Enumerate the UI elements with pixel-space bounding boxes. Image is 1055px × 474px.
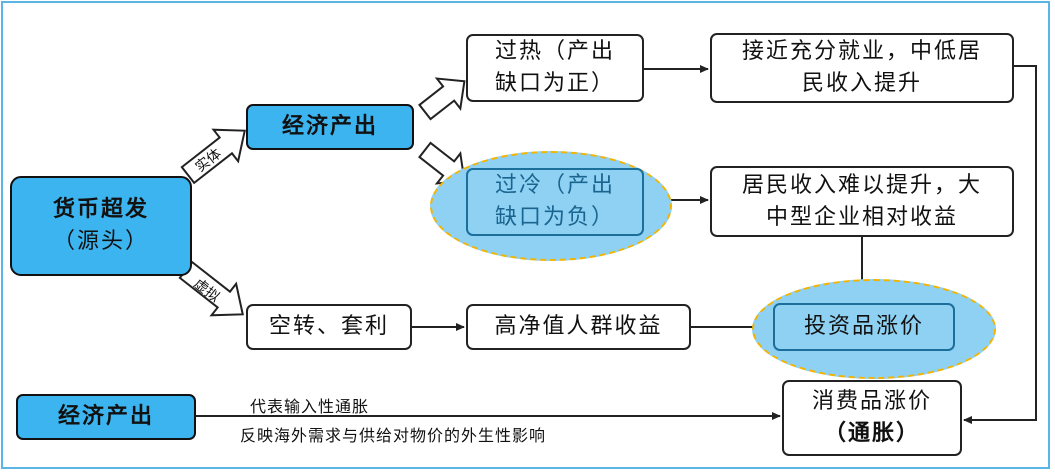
asset-inflation-label: 投资品涨价 <box>803 314 924 339</box>
full-employment-line2: 民收入提升 <box>801 71 922 96</box>
node-money-oversupply: 货币超发 （源头） <box>10 176 192 276</box>
node-income-hard: 居民收入难以提升，大 中型企业相对收益 <box>710 166 1014 237</box>
overcool-line2: 缺口为负） <box>494 205 615 230</box>
money-oversupply-title: 货币超发 <box>52 197 149 222</box>
arrow-real-economy <box>180 128 246 185</box>
overheat-line1: 过热（产出 <box>494 39 615 64</box>
node-overcool: 过冷（产出 缺口为负） <box>466 168 644 236</box>
node-economic-output-top: 经济产出 <box>246 104 414 150</box>
label-imported-inflation: 代表输入性通胀 <box>250 397 370 416</box>
overcool-line1: 过冷（产出 <box>494 173 615 198</box>
hnw-income-label: 高净值人群收益 <box>494 314 663 339</box>
node-hnw-income: 高净值人群收益 <box>466 304 691 350</box>
edge-employment-consumer <box>963 65 1037 424</box>
node-asset-inflation: 投资品涨价 <box>773 303 955 351</box>
idle-arbitrage-label: 空转、套利 <box>268 314 389 339</box>
node-idle-arbitrage: 空转、套利 <box>246 304 412 350</box>
arrow-virtual-economy <box>178 260 244 317</box>
node-overheat: 过热（产出 缺口为正） <box>466 34 644 102</box>
money-oversupply-subtitle: （源头） <box>52 229 149 254</box>
economic-output-top-label: 经济产出 <box>281 114 378 139</box>
income-hard-line1: 居民收入难以提升，大 <box>741 172 982 198</box>
full-employment-line1: 接近充分就业，中低居 <box>741 39 982 64</box>
economic-output-bottom-label: 经济产出 <box>57 404 154 429</box>
node-full-employment: 接近充分就业，中低居 民收入提升 <box>710 33 1014 103</box>
node-economic-output-bottom: 经济产出 <box>16 394 196 440</box>
income-hard-line2: 中型企业相对收益 <box>765 204 958 230</box>
overheat-line2: 缺口为正） <box>494 71 615 96</box>
arrow-to-overheat <box>418 77 466 121</box>
highlight-asset-inflation <box>752 279 996 379</box>
node-consumer-inflation: 消费品涨价 （通胀） <box>782 380 962 456</box>
label-external-impact: 反映海外需求与供给对物价的外生性影响 <box>240 426 547 445</box>
consumer-inflation-line1: 消费品涨价 <box>811 389 932 414</box>
consumer-inflation-line2: （通胀） <box>823 421 920 446</box>
